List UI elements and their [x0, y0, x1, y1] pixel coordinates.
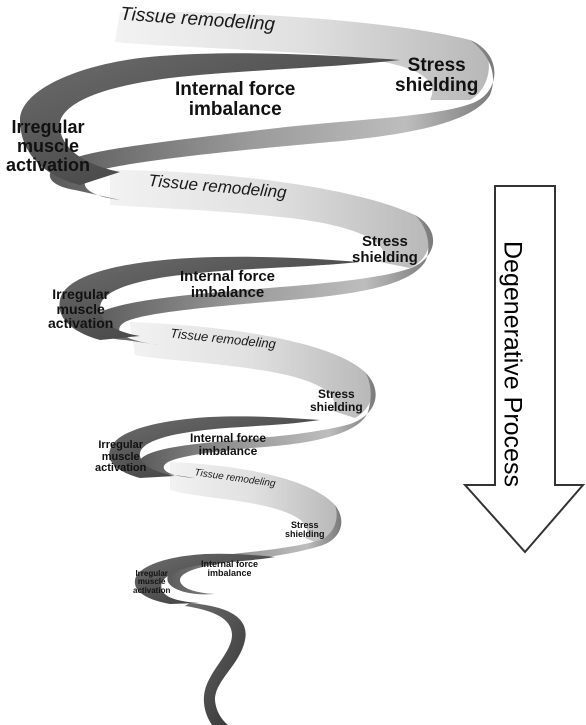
spiral-band-front-2 — [89, 215, 434, 345]
irregular-muscle-label-1: Irregular muscle activation — [6, 118, 90, 175]
muscle-text: muscle — [101, 450, 140, 463]
stress-text: Stress — [317, 387, 355, 401]
stress-shielding-label-3: Stress shielding — [310, 388, 363, 413]
stress-shielding-label-1: Stress shielding — [395, 56, 478, 96]
degenerative-process-label: Degenerative Process — [498, 241, 527, 487]
stress-shielding-label-2: Stress shielding — [352, 234, 418, 266]
activation-text: activation — [6, 154, 91, 175]
spiral-band-front-1 — [49, 40, 495, 200]
internal-force-label-1: Internal force imbalance — [175, 80, 295, 120]
activation-text: activation — [133, 585, 171, 595]
imbalance-text: imbalance — [198, 443, 258, 458]
irregular-text: Irregular — [52, 286, 110, 302]
spiral-band-front-4b — [134, 553, 275, 604]
spiral-band-front-2b — [59, 256, 360, 340]
imbalance-text: imbalance — [190, 283, 265, 301]
activation-text: activation — [95, 462, 147, 475]
imbalance-text: imbalance — [207, 568, 252, 579]
spiral-band-front-4 — [167, 505, 342, 595]
stress-text: Stress — [407, 55, 466, 76]
muscle-text: muscle — [137, 577, 166, 587]
spiral-band-back-1 — [115, 11, 489, 100]
spiral-tail — [185, 603, 246, 725]
internal-force-text: Internal force — [175, 79, 296, 100]
spiral-band-front-3b — [109, 416, 320, 478]
activation-text: activation — [48, 315, 114, 332]
irregular-text: Irregular — [135, 569, 168, 578]
shielding-text: shielding — [352, 248, 418, 266]
irregular-muscle-label-4: Irregular muscle activation — [133, 569, 171, 595]
shielding-text: shielding — [285, 529, 325, 540]
internal-force-text: Internal force — [201, 559, 259, 569]
internal-force-label-2: Internal force imbalance — [180, 269, 275, 301]
internal-force-label-3: Internal force imbalance — [190, 432, 266, 457]
shielding-text: shielding — [310, 399, 363, 414]
muscle-text: muscle — [56, 300, 105, 317]
spiral-band-front-1b — [20, 53, 400, 186]
degenerative-process-arrow — [462, 185, 586, 554]
stress-text: Stress — [290, 520, 319, 530]
spiral-band-back-2 — [110, 170, 430, 268]
internal-force-label-4: Internal force imbalance — [201, 559, 259, 579]
imbalance-text: imbalance — [188, 98, 282, 120]
irregular-muscle-label-3: Irregular muscle activation — [95, 439, 147, 475]
spiral-band-back-3 — [130, 322, 373, 418]
stress-text: Stress — [361, 233, 408, 250]
irregular-muscle-label-2: Irregular muscle activation — [48, 287, 113, 331]
spiral-band-front-3 — [139, 372, 376, 478]
stress-shielding-label-4: Stress shielding — [285, 520, 325, 540]
irregular-text: Irregular — [11, 117, 85, 137]
internal-force-text: Internal force — [180, 268, 276, 285]
muscle-text: muscle — [16, 135, 80, 156]
irregular-text: Irregular — [98, 439, 143, 451]
internal-force-text: Internal force — [190, 431, 267, 445]
shielding-text: shielding — [395, 74, 479, 96]
spiral-band-back-4 — [170, 462, 340, 545]
